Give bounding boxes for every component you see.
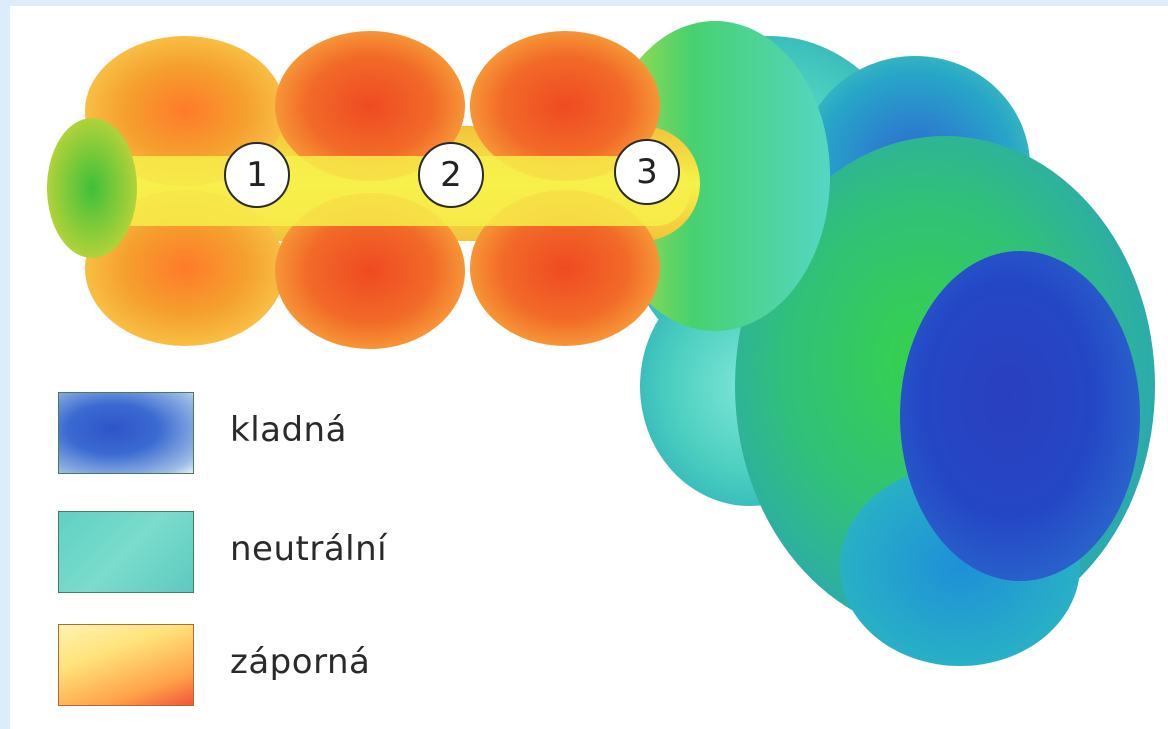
legend-swatch-positive xyxy=(58,392,194,474)
marker-3: 3 xyxy=(614,139,680,205)
legend-item-positive: kladná xyxy=(58,392,458,482)
legend-swatch-negative xyxy=(58,624,194,706)
marker-2-label: 2 xyxy=(440,155,462,195)
marker-3-label: 3 xyxy=(636,152,658,192)
chain-tip xyxy=(47,118,137,258)
legend-label-neutral: neutrální xyxy=(230,529,387,569)
marker-1: 1 xyxy=(224,142,290,208)
positive-cap xyxy=(900,251,1140,581)
legend-label-negative: záporná xyxy=(230,642,370,682)
marker-2: 2 xyxy=(418,142,484,208)
legend-swatch-neutral xyxy=(58,511,194,593)
molecule-surface xyxy=(10,6,1168,729)
marker-1-label: 1 xyxy=(246,155,268,195)
chain-center-band xyxy=(100,156,690,226)
legend-label-positive: kladná xyxy=(230,410,347,450)
figure: 1 2 3 kladná neutrální záporná xyxy=(10,6,1168,729)
legend-item-neutral: neutrální xyxy=(58,511,458,601)
legend-item-negative: záporná xyxy=(58,624,458,714)
